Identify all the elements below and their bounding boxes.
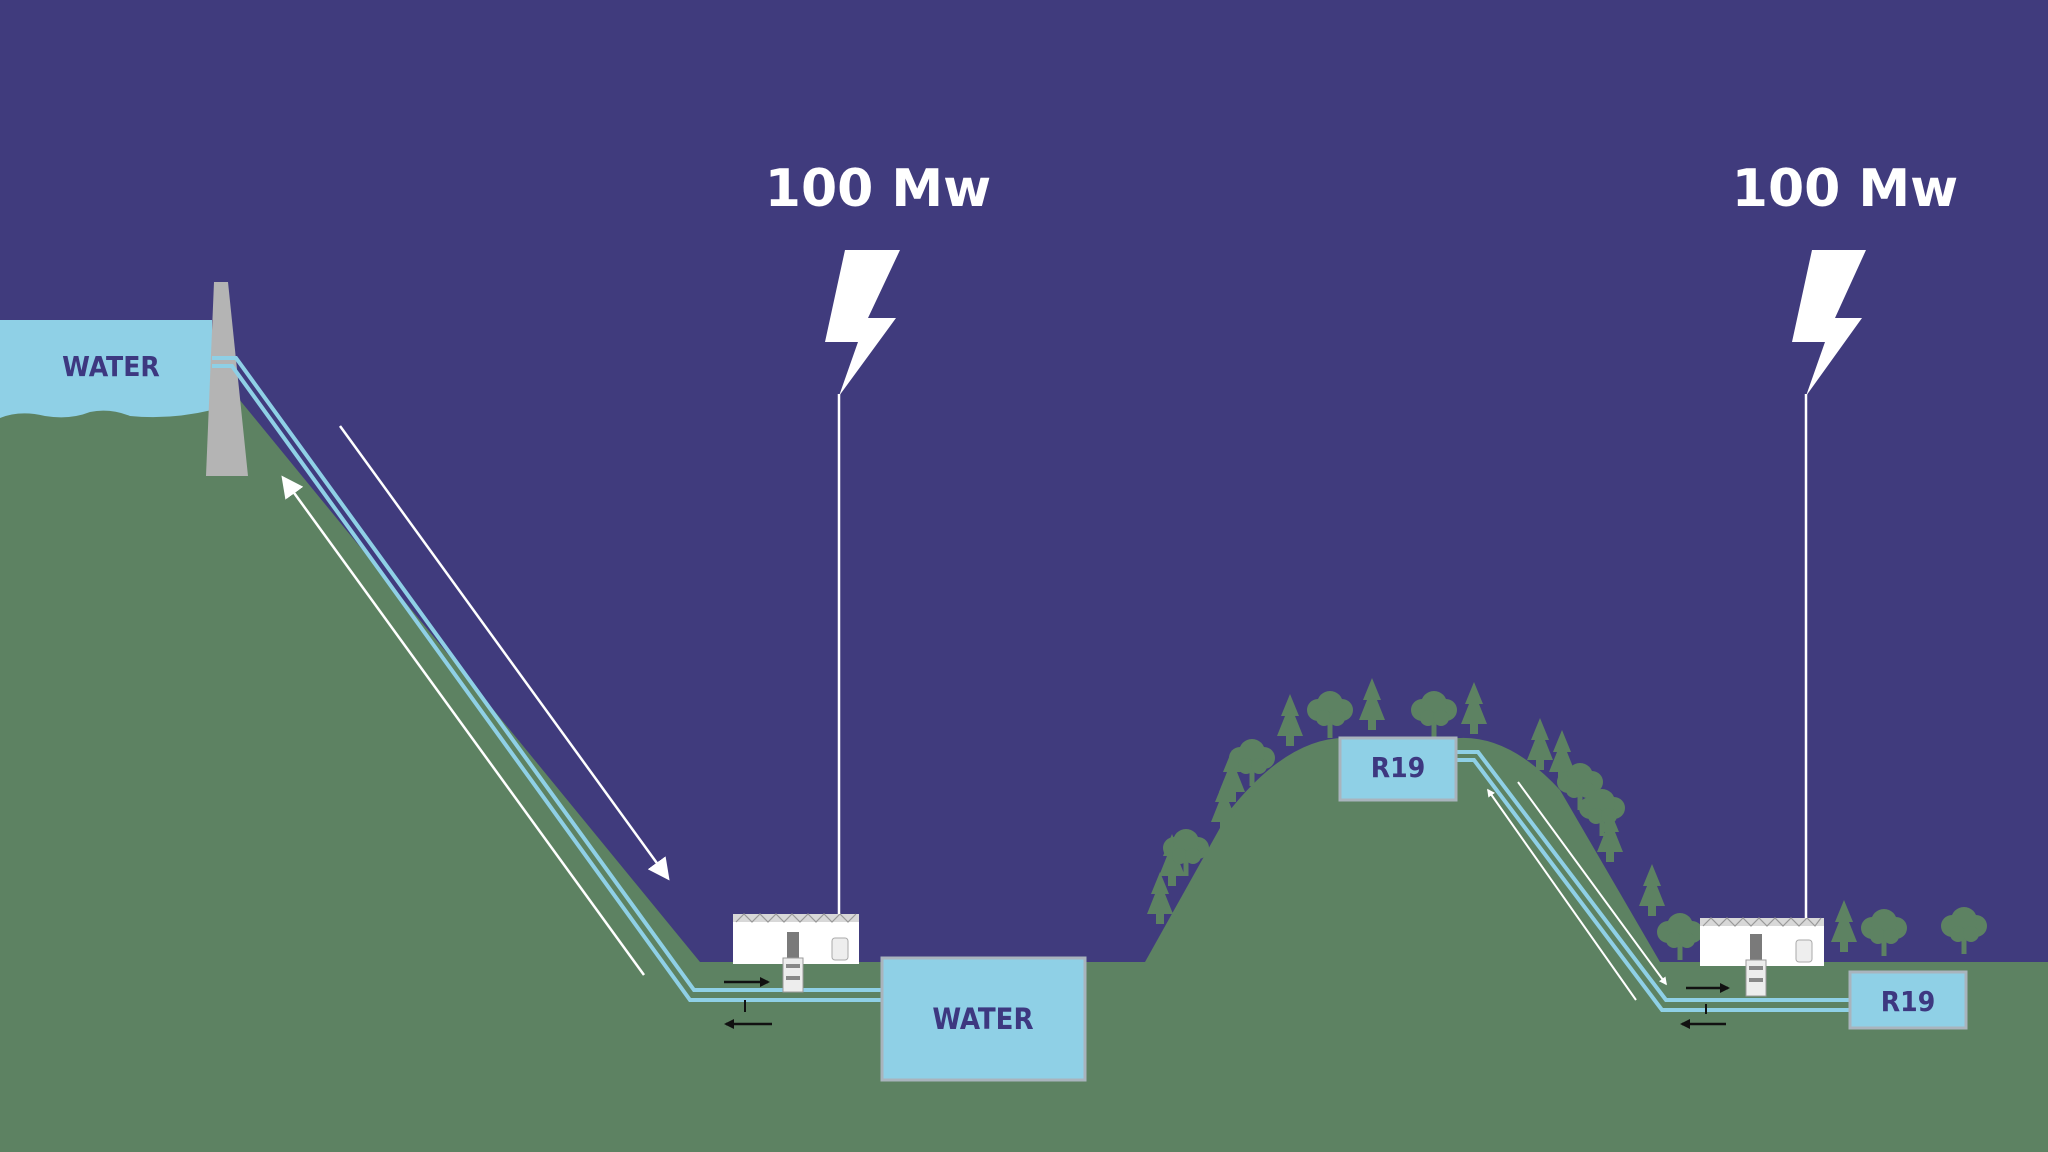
penstock-right	[1456, 750, 1852, 1012]
turbine-left	[782, 932, 804, 993]
power-output-left: 100 Mw	[765, 159, 991, 219]
upper-reservoir-right-label: R19	[1371, 751, 1425, 784]
dam	[206, 282, 248, 476]
hill-right	[1145, 737, 1660, 962]
upper-reservoir-left-label: WATER	[62, 350, 160, 383]
power-output-right: 100 Mw	[1732, 159, 1958, 219]
lightning-bolt-right-icon	[1792, 250, 1866, 396]
flow-arrow-up-left	[281, 475, 646, 976]
lower-reservoir-right	[1848, 970, 1968, 1030]
flow-arrow-down-right	[1517, 781, 1667, 986]
flow-arrow-down-left	[338, 425, 670, 881]
turbine-right	[1745, 934, 1767, 997]
flow-arrow-up-right	[1487, 788, 1637, 1001]
lower-reservoir-left-label: WATER	[932, 1002, 1033, 1036]
lower-reservoir-left	[880, 956, 1087, 1082]
lightning-bolt-left-icon	[825, 250, 900, 396]
upper-reservoir-left	[0, 320, 212, 420]
lower-reservoir-right-label: R19	[1881, 985, 1935, 1018]
upper-reservoir-right	[1338, 736, 1458, 802]
